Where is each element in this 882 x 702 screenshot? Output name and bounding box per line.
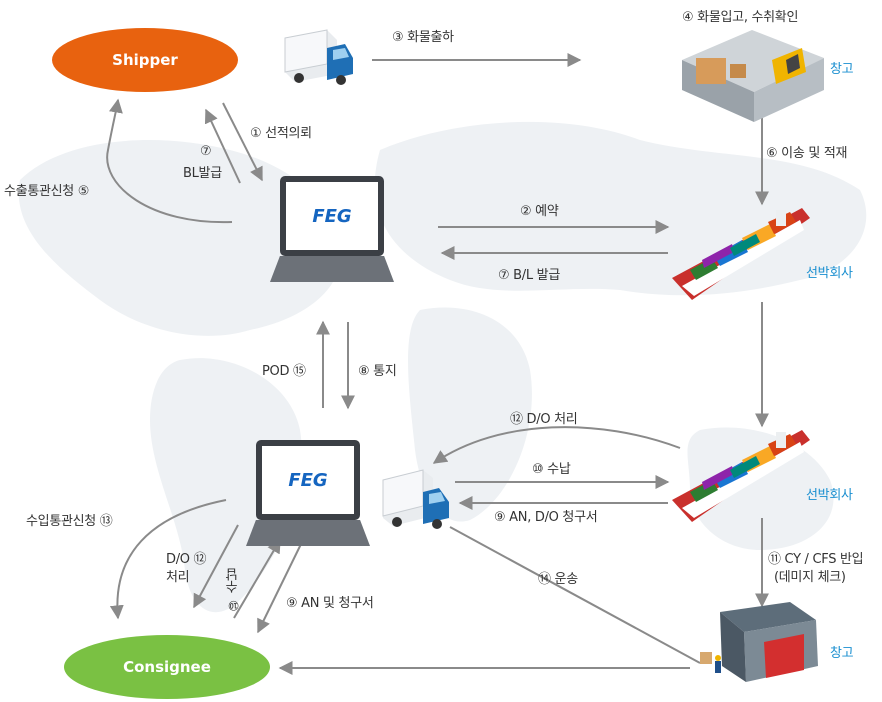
step-14-label: ⑭ 운송 <box>538 572 578 587</box>
step-11-line1: ⑪ CY / CFS 반입 <box>768 552 864 567</box>
step-5-label: 수출통관신청 ⑤ <box>4 184 90 199</box>
flow-arrows <box>106 53 769 675</box>
laptop-top-icon: FEG <box>270 176 394 286</box>
warehouse-top-label: 창고 <box>830 62 854 77</box>
step-7-carrier-label: ⑦ B/L 발급 <box>498 268 560 283</box>
line-14 <box>449 526 701 664</box>
ship-top-icon <box>672 208 810 300</box>
consignee-label: Consignee <box>123 658 211 676</box>
arrow-5 <box>106 98 233 224</box>
arrow-1 <box>222 102 263 182</box>
arrow-9-consignee <box>257 541 303 634</box>
step-12-consignee-line2: 처리 <box>166 570 190 585</box>
step-7-bl-label: BL발급 <box>183 166 222 181</box>
warehouse-bottom-icon <box>700 602 818 682</box>
step-9-carrier-label: ⑨ AN, D/O 청구서 <box>494 510 598 525</box>
step-12-consignee-line1: D/O ⑫ <box>166 552 207 567</box>
step-13-label: 수입통관신청 ⑬ <box>26 514 113 529</box>
feg-logo: FEG <box>312 205 352 227</box>
step-11-line2: (데미지 체크) <box>774 570 846 585</box>
feg-logo: FEG <box>288 469 328 491</box>
warehouse-top-icon <box>682 30 824 122</box>
step-6-label: ⑥ 이송 및 적재 <box>766 146 848 161</box>
arrow-12-consignee <box>193 524 239 609</box>
carrier-bottom-label: 선박회사 <box>806 488 853 503</box>
step-7-bl-number: ⑦ <box>200 144 212 159</box>
step-12-carrier-label: ⑫ D/O 처리 <box>510 412 578 427</box>
shipper-label: Shipper <box>112 51 178 69</box>
arrow-13 <box>109 499 227 620</box>
arrow-12-carrier <box>432 426 681 464</box>
shipper-node: Shipper <box>52 28 238 92</box>
truck-bottom-icon <box>382 469 449 529</box>
carrier-top-label: 선박회사 <box>806 266 853 281</box>
arrow-10-consignee <box>233 538 281 619</box>
truck-top-icon <box>284 29 353 85</box>
consignee-node: Consignee <box>64 635 270 699</box>
warehouse-bottom-label: 창고 <box>830 646 854 661</box>
arrow-7-bl <box>204 108 241 184</box>
step-4-label: ④ 화물입고, 수취확인 <box>682 10 799 25</box>
step-10-consignee-label: ⑩ 수납 <box>226 568 241 612</box>
step-15-label: POD ⑮ <box>262 364 306 379</box>
step-2-label: ② 예약 <box>520 204 559 219</box>
step-1-label: ① 선적의뢰 <box>250 126 312 141</box>
laptop-bottom-icon: FEG <box>246 440 370 550</box>
step-9-consignee-label: ⑨ AN 및 청구서 <box>286 596 374 611</box>
ship-bottom-icon <box>672 430 810 522</box>
step-10-carrier-label: ⑩ 수납 <box>532 462 571 477</box>
step-3-label: ③ 화물출하 <box>392 30 454 45</box>
world-map-background <box>18 46 867 613</box>
step-8-label: ⑧ 통지 <box>358 364 397 379</box>
